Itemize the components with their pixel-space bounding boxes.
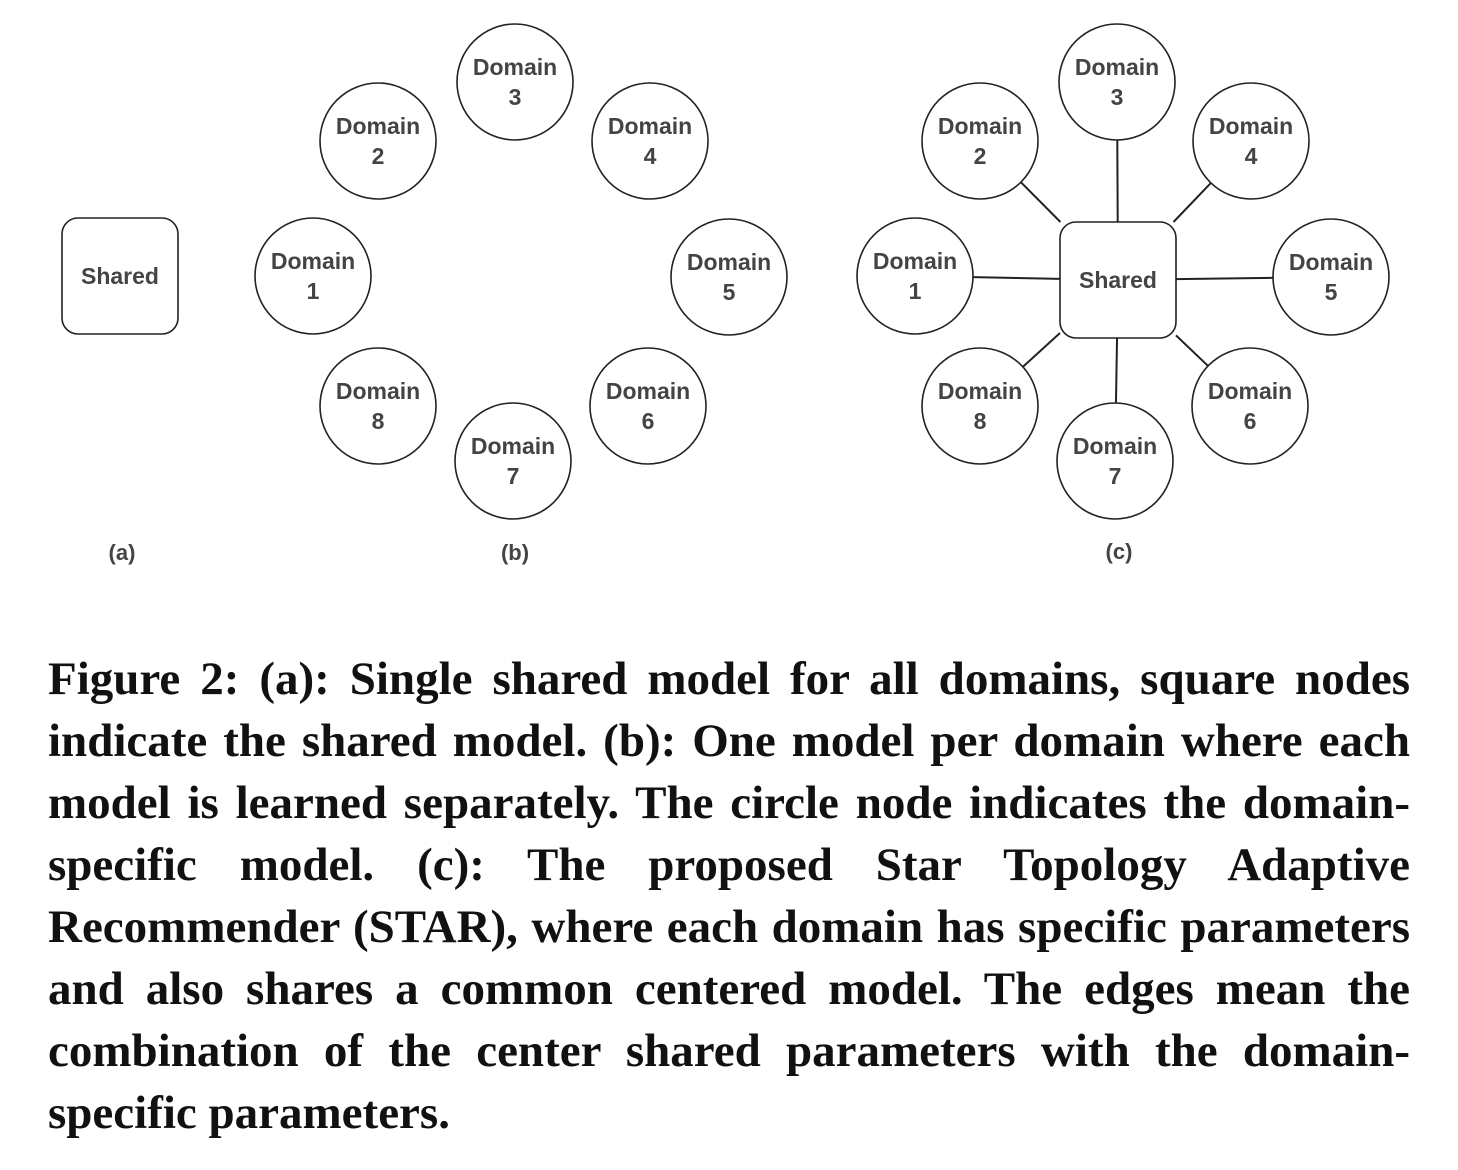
domain-label-number: 4 xyxy=(644,143,657,169)
domain-label-word: Domain xyxy=(938,378,1022,404)
domain-circle xyxy=(454,402,572,520)
domain-label-number: 2 xyxy=(974,143,987,169)
domain-label-word: Domain xyxy=(608,113,692,139)
shared-label: Shared xyxy=(1079,267,1157,293)
domain-label-number: 6 xyxy=(1244,408,1257,434)
domain-node-c-8: Domain 8 xyxy=(921,347,1039,465)
domain-label-word: Domain xyxy=(336,113,420,139)
domain-node-b-7: Domain 7 xyxy=(454,402,572,520)
domain-circle xyxy=(856,217,974,335)
domain-circle xyxy=(589,347,707,465)
domain-circle xyxy=(1058,23,1176,141)
domain-label-number: 8 xyxy=(372,408,385,434)
domain-circle xyxy=(319,347,437,465)
domain-label-word: Domain xyxy=(1208,378,1292,404)
domain-label-number: 3 xyxy=(1111,84,1124,110)
panel-label-a: (a) xyxy=(109,540,136,565)
domain-label-word: Domain xyxy=(873,248,957,274)
domain-circle xyxy=(1192,82,1310,200)
domain-label-word: Domain xyxy=(1289,249,1373,275)
domain-label-word: Domain xyxy=(1209,113,1293,139)
edge-shared-domain-8 xyxy=(1022,332,1061,368)
edge-shared-domain-1 xyxy=(972,276,1061,280)
domain-circle xyxy=(921,82,1039,200)
figure-caption: Figure 2: (a): Single shared model for a… xyxy=(48,653,1410,1139)
domain-label-word: Domain xyxy=(473,54,557,80)
domain-label-number: 7 xyxy=(1109,463,1122,489)
figure-svg: SharedDomain1Domain2Domain3Domain4Domain… xyxy=(61,23,1390,565)
domain-circle xyxy=(1272,218,1390,336)
edge-shared-domain-7 xyxy=(1114,337,1119,404)
shared-label: Shared xyxy=(81,263,159,289)
domain-node-b-4: Domain 4 xyxy=(591,82,709,200)
star-edges xyxy=(972,139,1274,404)
domain-label-word: Domain xyxy=(1073,433,1157,459)
domain-label-word: Domain xyxy=(938,113,1022,139)
domain-node-b-8: Domain 8 xyxy=(319,347,437,465)
domain-label-word: Domain xyxy=(606,378,690,404)
domain-circle xyxy=(591,82,709,200)
edge-shared-domain-4 xyxy=(1172,182,1212,223)
domain-label-word: Domain xyxy=(271,248,355,274)
domain-label-number: 7 xyxy=(507,463,520,489)
domain-label-number: 4 xyxy=(1245,143,1258,169)
domain-circle xyxy=(254,217,372,335)
edge-shared-domain-6 xyxy=(1175,334,1209,367)
domain-circle xyxy=(1056,402,1174,520)
panel-label-b: (b) xyxy=(501,540,529,565)
domain-node-b-2: Domain 2 xyxy=(319,82,437,200)
domain-label-word: Domain xyxy=(687,249,771,275)
domain-node-c-3: Domain 3 xyxy=(1058,23,1176,141)
domain-node-c-2: Domain 2 xyxy=(921,82,1039,200)
domain-node-c-1: Domain 1 xyxy=(856,217,974,335)
domain-label-word: Domain xyxy=(471,433,555,459)
edge-shared-domain-5 xyxy=(1175,276,1274,281)
domain-node-b-1: Domain 1 xyxy=(254,217,372,335)
domain-label-number: 5 xyxy=(723,279,736,305)
domain-label-number: 1 xyxy=(909,278,922,304)
shared-square xyxy=(1059,221,1177,339)
domain-node-b-3: Domain 3 xyxy=(456,23,574,141)
domain-label-number: 5 xyxy=(1325,279,1338,305)
domain-node-b-6: Domain 6 xyxy=(589,347,707,465)
domain-circle xyxy=(921,347,1039,465)
domain-circle xyxy=(670,218,788,336)
edge-shared-domain-2 xyxy=(1020,181,1062,223)
shared-node-a: Shared xyxy=(61,217,179,335)
domain-label-word: Domain xyxy=(1075,54,1159,80)
domain-label-number: 3 xyxy=(509,84,522,110)
domain-node-c-4: Domain 4 xyxy=(1192,82,1310,200)
domain-node-c-5: Domain 5 xyxy=(1272,218,1390,336)
domain-circle xyxy=(456,23,574,141)
domain-label-number: 1 xyxy=(307,278,320,304)
domain-node-c-6: Domain 6 xyxy=(1191,347,1309,465)
domain-label-number: 6 xyxy=(642,408,655,434)
domain-label-number: 8 xyxy=(974,408,987,434)
domain-circle xyxy=(1191,347,1309,465)
domain-node-c-7: Domain 7 xyxy=(1056,402,1174,520)
domain-label-number: 2 xyxy=(372,143,385,169)
domain-label-word: Domain xyxy=(336,378,420,404)
shared-node-c: Shared xyxy=(1059,221,1177,339)
domain-node-b-5: Domain 5 xyxy=(670,218,788,336)
domain-circle xyxy=(319,82,437,200)
panel-label-c: (c) xyxy=(1106,539,1133,564)
shared-square xyxy=(61,217,179,335)
